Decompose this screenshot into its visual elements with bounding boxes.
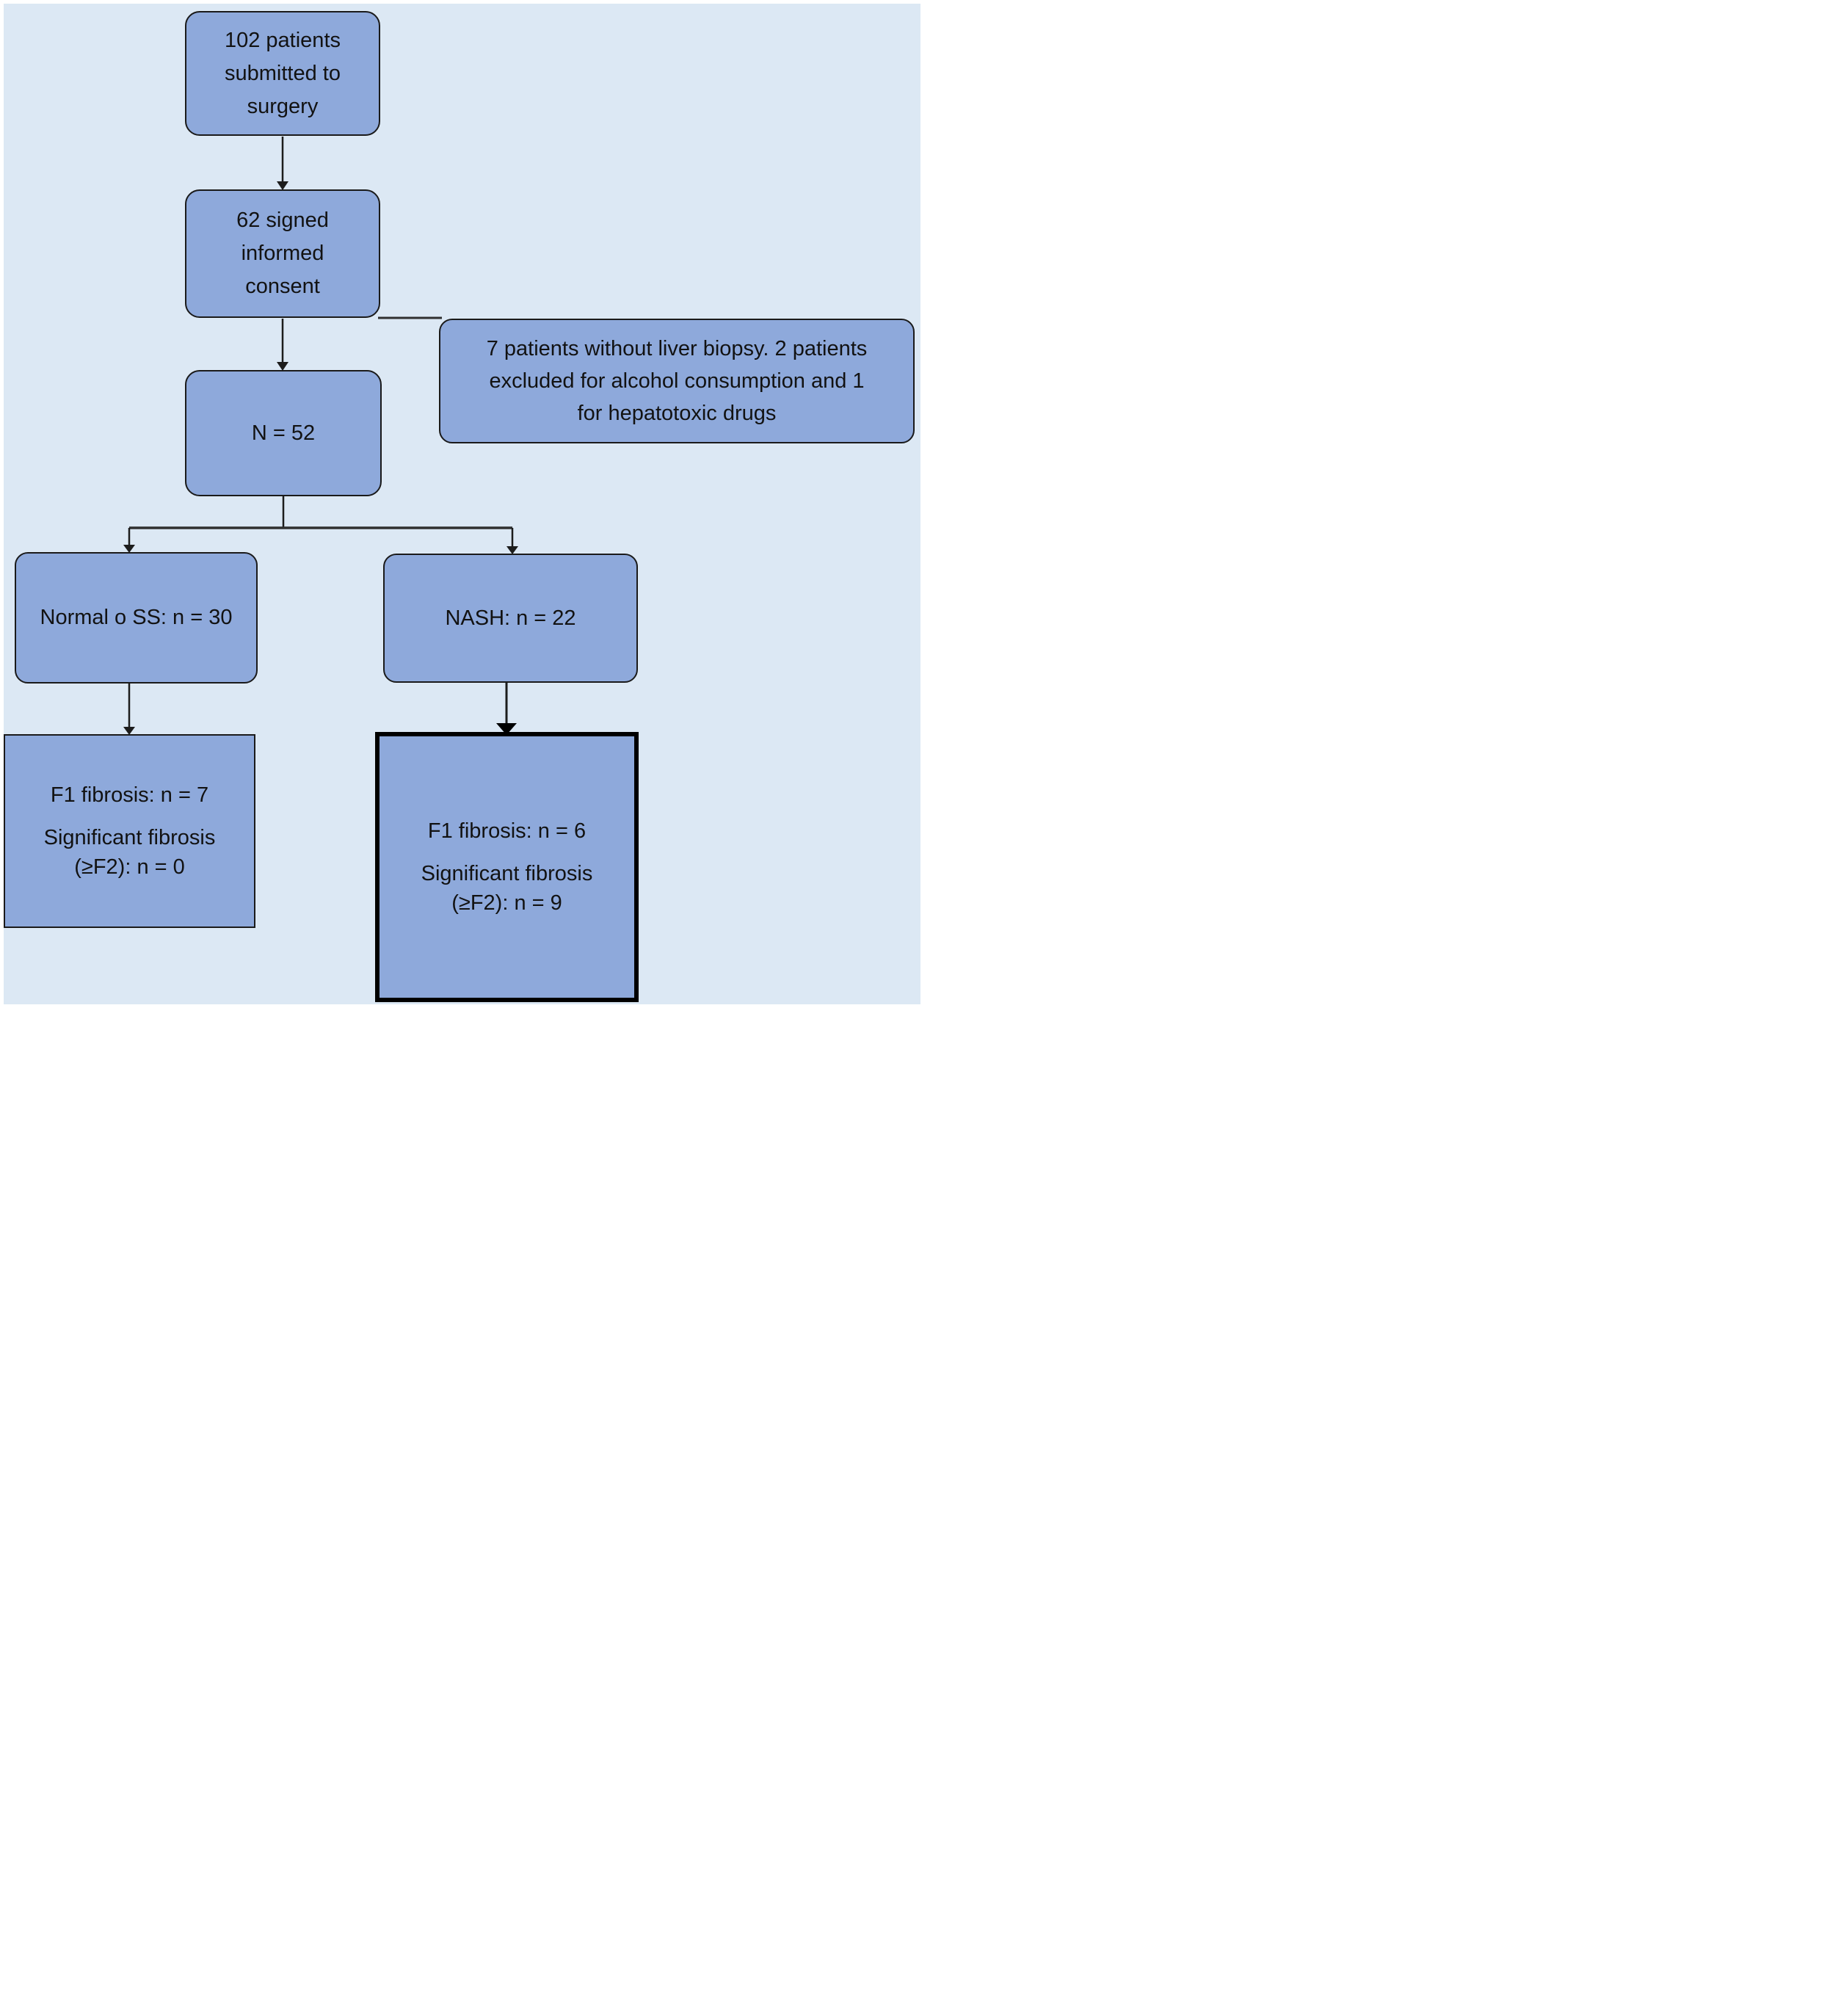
node-text-paragraph: Significant fibrosis (≥F2): n = 0 (44, 823, 216, 882)
node-text-line: surgery (247, 94, 319, 118)
node-text-line: (≥F2): n = 9 (451, 891, 562, 915)
node-text-line: excluded for alcohol consumption and 1 (489, 369, 865, 393)
node-signed-consent: 62 signed informed consent (185, 189, 380, 318)
node-normal-or-ss: Normal o SS: n = 30 (15, 552, 258, 684)
node-n52: N = 52 (185, 370, 382, 496)
node-text-line: (≥F2): n = 0 (74, 855, 185, 879)
node-text-line: consent (245, 275, 320, 298)
node-text-line: NASH: n = 22 (445, 606, 576, 630)
flowchart-canvas: 102 patients submitted to surgery 62 sig… (0, 0, 920, 1008)
node-normal-fibrosis-outcome: F1 fibrosis: n = 7 Significant fibrosis … (4, 734, 255, 928)
node-text-line: submitted to (225, 61, 341, 85)
node-text-line: F1 fibrosis: n = 7 (50, 783, 209, 807)
node-text-line: 62 signed (236, 209, 329, 232)
node-nash-fibrosis-outcome: F1 fibrosis: n = 6 Significant fibrosis … (375, 732, 639, 1002)
node-text-line: for hepatotoxic drugs (577, 402, 777, 425)
node-text-line: Significant fibrosis (421, 862, 593, 885)
node-patients-surgery: 102 patients submitted to surgery (185, 11, 380, 136)
node-text-line: N = 52 (251, 421, 316, 445)
node-text-line: Normal o SS: n = 30 (40, 606, 233, 629)
node-text-paragraph: Significant fibrosis (≥F2): n = 9 (421, 859, 593, 918)
node-text-line: F1 fibrosis: n = 6 (427, 819, 587, 843)
node-text-line: 102 patients (224, 28, 341, 52)
node-text-line: 7 patients without liver biopsy. 2 patie… (486, 337, 868, 360)
node-text-line: informed (241, 242, 324, 265)
node-text-line: Significant fibrosis (43, 826, 216, 849)
node-exclusion-reasons: 7 patients without liver biopsy. 2 patie… (439, 319, 915, 443)
node-nash: NASH: n = 22 (383, 554, 638, 683)
